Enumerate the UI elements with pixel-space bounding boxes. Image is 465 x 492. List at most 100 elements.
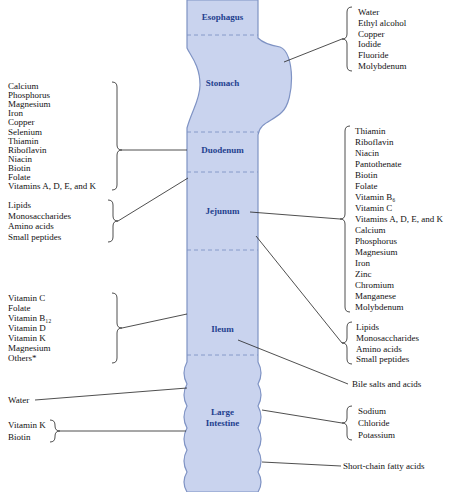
nutrient-name: Magnesium bbox=[355, 247, 398, 257]
nutrient-name: Water bbox=[8, 395, 29, 405]
tract-segment: Ileum bbox=[187, 250, 258, 355]
nutrient-name: Iron bbox=[8, 108, 23, 118]
nutrient-name: Vitamin B₆ bbox=[355, 192, 395, 202]
segment-divider bbox=[187, 355, 258, 356]
segment-name: Esophagus bbox=[187, 12, 258, 23]
tract-segment: Esophagus bbox=[187, 0, 258, 35]
segment-name: Ileum bbox=[187, 324, 258, 335]
nutrient-name: Thiamin bbox=[355, 126, 386, 136]
nutrient-name: Amino acids bbox=[356, 344, 402, 354]
nutrient-name: Lipids bbox=[356, 322, 379, 332]
tract-segment: Stomach bbox=[187, 35, 258, 132]
nutrient-name: Biotin bbox=[355, 170, 378, 180]
nutrient-name: Magnesium bbox=[8, 343, 51, 353]
segment-divider bbox=[187, 132, 258, 133]
nutrient-name: Folate bbox=[8, 303, 31, 313]
segment-name: Jejunum bbox=[187, 206, 258, 217]
leader-line bbox=[118, 178, 188, 221]
nutrient-name: Vitamin D bbox=[8, 323, 46, 333]
nutrient-name: Fluoride bbox=[358, 50, 389, 60]
leader-line bbox=[262, 462, 341, 466]
leader-line bbox=[262, 410, 342, 423]
segment-name: Large Intestine bbox=[187, 407, 258, 429]
bracket bbox=[112, 293, 122, 363]
nutrient-name: Monosaccharides bbox=[8, 211, 71, 221]
tract-segment: Duodenum bbox=[187, 132, 258, 172]
bracket bbox=[342, 406, 352, 440]
nutrient-name: Magnesium bbox=[8, 99, 51, 109]
nutrient-name: Phosphorus bbox=[8, 90, 50, 100]
nutrient-name: Vitamin C bbox=[355, 203, 392, 213]
nutrient-name: Lipids bbox=[8, 200, 31, 210]
nutrient-name: Biotin bbox=[8, 432, 31, 442]
nutrient-name: Amino acids bbox=[8, 221, 54, 231]
nutrient-name: Short-chain fatty acids bbox=[343, 461, 424, 471]
nutrient-name: Vitamins A, D, E, and K bbox=[8, 181, 96, 191]
bracket bbox=[342, 322, 352, 364]
bracket bbox=[112, 82, 122, 190]
nutrient-name: Vitamins A, D, E, and K bbox=[355, 214, 443, 224]
nutrient-name: Niacin bbox=[355, 148, 379, 158]
nutrient-name: Chloride bbox=[358, 418, 390, 428]
nutrient-name: Copper bbox=[8, 117, 35, 127]
segment-name: Stomach bbox=[187, 78, 258, 89]
nutrient-name: Water bbox=[358, 7, 379, 17]
nutrient-name: Iron bbox=[355, 258, 370, 268]
leader-line bbox=[122, 150, 187, 151]
leader-line bbox=[284, 39, 342, 62]
nutrient-name: Vitamin K bbox=[8, 333, 46, 343]
nutrient-name: Phosphorus bbox=[355, 236, 397, 246]
nutrient-name: Manganese bbox=[355, 291, 396, 301]
brackets bbox=[50, 7, 352, 442]
nutrient-name: Zinc bbox=[355, 269, 372, 279]
segment-dividers bbox=[187, 35, 258, 355]
bracket bbox=[50, 420, 60, 442]
nutrient-name: Vitamin K bbox=[8, 420, 46, 430]
leader-line bbox=[238, 340, 348, 384]
nutrient-name: Folate bbox=[355, 181, 378, 191]
nutrient-name: Iodide bbox=[358, 39, 381, 49]
nutrient-name: Biotin bbox=[8, 163, 31, 173]
leader-line bbox=[250, 212, 340, 219]
nutrient-name: Copper bbox=[358, 29, 385, 39]
segment-divider bbox=[187, 35, 258, 36]
nutrient-name: Bile salts and acids bbox=[352, 379, 421, 389]
nutrient-name: Ethyl alcohol bbox=[358, 18, 406, 28]
segment-divider bbox=[187, 172, 258, 173]
leader-line bbox=[122, 314, 187, 328]
digestive-tract bbox=[184, 0, 292, 492]
leader-line bbox=[256, 236, 342, 343]
nutrient-name: Small peptides bbox=[356, 354, 409, 364]
nutrient-name: Folate bbox=[8, 172, 31, 182]
bracket bbox=[340, 126, 350, 312]
tract-segment: Large Intestine bbox=[187, 355, 258, 492]
nutrient-name: Calcium bbox=[355, 225, 386, 235]
leader-lines bbox=[35, 39, 348, 466]
nutrient-name: Sodium bbox=[358, 406, 386, 416]
nutrient-name: Selenium bbox=[8, 127, 42, 137]
nutrient-name: Calcium bbox=[8, 81, 39, 91]
nutrient-name: Chromium bbox=[355, 280, 394, 290]
nutrient-name: Vitamin B₁₂ bbox=[8, 313, 51, 323]
segment-name: Duodenum bbox=[187, 145, 258, 156]
tract-segment: Jejunum bbox=[187, 172, 258, 250]
bracket bbox=[108, 200, 118, 242]
nutrient-name: Thiamin bbox=[8, 136, 39, 146]
leader-line bbox=[60, 431, 186, 432]
nutrient-name: Molybdenum bbox=[358, 61, 407, 71]
bracket bbox=[342, 7, 352, 71]
nutrient-name: Small peptides bbox=[8, 232, 61, 242]
nutrient-name: Potassium bbox=[358, 430, 395, 440]
nutrient-name: Monosaccharides bbox=[356, 333, 419, 343]
nutrient-name: Niacin bbox=[8, 154, 32, 164]
leader-line bbox=[35, 388, 187, 400]
nutrient-name: Vitamin C bbox=[8, 293, 45, 303]
nutrient-name: Riboflavin bbox=[8, 145, 47, 155]
nutrient-name: Others* bbox=[8, 353, 37, 363]
segment-divider bbox=[187, 250, 258, 251]
nutrient-name: Molybdenum bbox=[355, 302, 404, 312]
nutrient-name: Riboflavin bbox=[355, 137, 394, 147]
